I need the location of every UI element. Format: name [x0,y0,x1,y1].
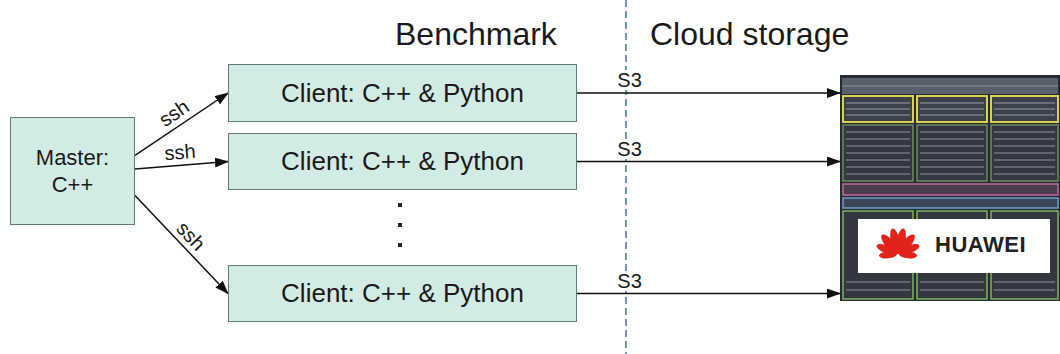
connector-arrow [577,293,840,295]
client-box: Client: C++ & Python [228,265,577,322]
edge-label: S3 [615,70,643,90]
client-box: Client: C++ & Python [228,64,577,122]
edge-label: ssh [172,216,211,255]
ellipsis-dots [398,203,402,247]
connector-arrow [577,161,840,163]
logo-petals [875,228,921,260]
node-text: Master: C++ [25,144,120,199]
node-text: Client: C++ & Python [281,77,524,110]
server-rack [840,75,1060,301]
edge-label: ssh [154,95,194,131]
node-text: Client: C++ & Python [281,277,524,310]
node-text: Client: C++ & Python [281,145,524,178]
edge-label: S3 [615,271,643,291]
section-heading: Benchmark [395,18,557,50]
logo-plate [858,219,1050,273]
connector-arrow [577,92,840,94]
master-box: Master: C++ [10,117,135,225]
brand-text: HUAWEI [935,234,1026,256]
storage-rack: HUAWEI [840,75,1060,301]
divider-line [625,0,627,354]
connector-arrow [135,196,228,294]
connector-arrow [135,162,228,170]
edge-label: S3 [615,139,643,159]
client-box: Client: C++ & Python [228,133,577,190]
section-heading: Cloud storage [650,18,849,50]
edge-label: ssh [162,141,199,164]
